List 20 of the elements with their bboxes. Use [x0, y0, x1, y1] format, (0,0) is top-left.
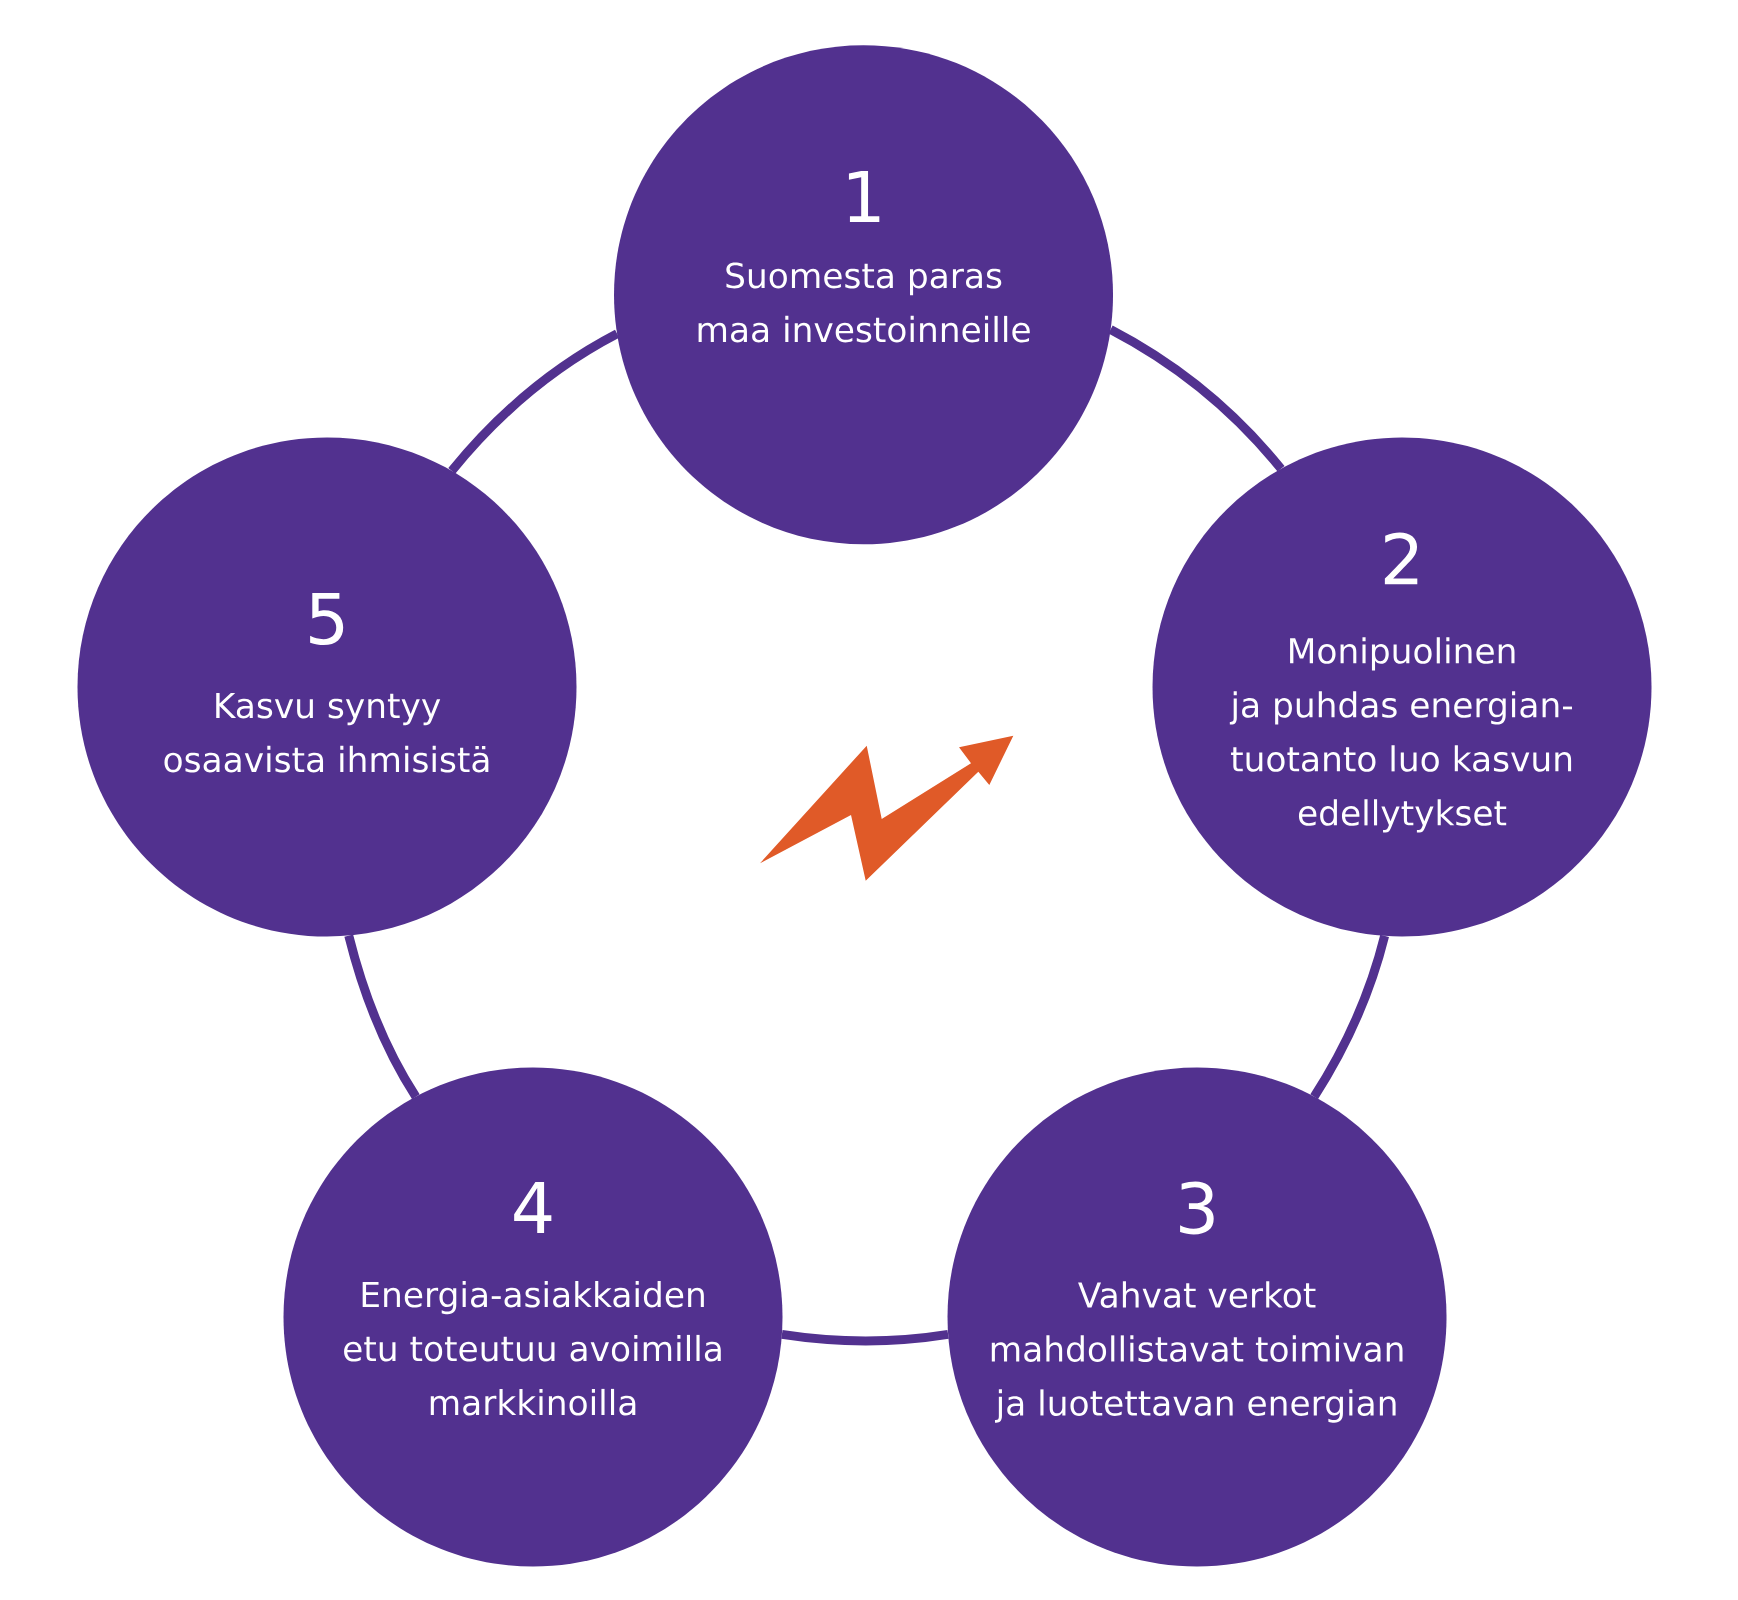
- step-circle: [614, 45, 1113, 545]
- step-number: 3: [1180, 1181, 1214, 1235]
- cycle-arc: [344, 934, 420, 1100]
- step-number: 5: [310, 592, 344, 645]
- step-text: Monipuolinen ja puhdas energian- tuotanto luo kasvun edellytykset: [1229, 637, 1572, 833]
- cycle-arc: [448, 329, 620, 474]
- step-circle: [1152, 437, 1652, 937]
- step-number: 2: [1384, 532, 1418, 585]
- step-text: Vahvat verkot mahdollistavat toimivan ja luotettavan energian: [991, 1281, 1403, 1423]
- step-text: Suomesta paras maa investoinneille: [698, 262, 1030, 343]
- step-number: 1: [848, 170, 880, 222]
- cycle-arc: [1310, 934, 1389, 1100]
- step-circle: [947, 1067, 1447, 1567]
- step-number: 4: [514, 1182, 552, 1233]
- step-circle: [283, 1067, 783, 1567]
- step-circle: [77, 437, 577, 937]
- step-text: Energia-asiakkaiden etu toteutuu avoimilla markkinoilla: [344, 1280, 721, 1416]
- step-text: Kasvu syntyy osaavista ihmisistä: [164, 692, 489, 773]
- cycle-arc: [1108, 325, 1285, 472]
- cycle-arc: [781, 1329, 949, 1346]
